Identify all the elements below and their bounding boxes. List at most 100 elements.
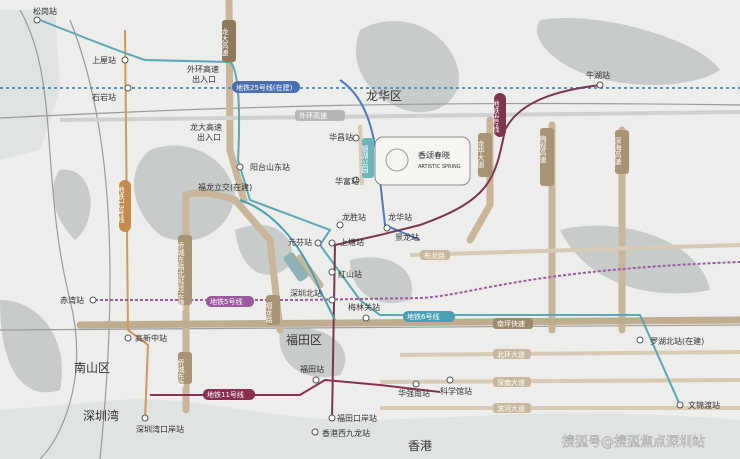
highway-line [0, 324, 740, 331]
tag-text: 深海高速 [614, 136, 622, 166]
line4-badge [494, 93, 506, 137]
station-dot [412, 380, 420, 388]
tag-text: 龙大高速 [221, 27, 229, 57]
station-label: 华富站 [335, 176, 359, 186]
water [0, 399, 740, 459]
road-exit-label: 外环高速出入口 [187, 64, 219, 84]
tag-text: 侨城东路北延段(在建) [177, 241, 185, 311]
tag [362, 138, 374, 178]
station-label: 华昌站 [329, 132, 353, 142]
station-dot [596, 81, 604, 89]
tag-text: 银湖公园 [361, 144, 369, 174]
station-dot [121, 56, 129, 64]
line-13 [124, 29, 150, 421]
line6-badge [403, 311, 455, 322]
district-labels: 龙华区 福田区 南山区 深圳湾 香港 [74, 89, 432, 453]
project-box [374, 136, 471, 186]
tag [493, 377, 531, 387]
station-label: 阳台山东站 [250, 162, 290, 172]
station-label: 科学馆站 [440, 386, 472, 396]
project-name: 香颂春晓 [418, 150, 450, 160]
tag [540, 128, 554, 186]
tag [420, 250, 450, 260]
station-dot [328, 239, 336, 247]
line-6b [239, 199, 336, 321]
district-label: 福田区 [286, 332, 322, 347]
hill-shape [235, 224, 292, 275]
tag-text: 龙华大道 [477, 139, 485, 169]
highway-line [0, 102, 740, 119]
tag-text: 滨河大道 [497, 404, 525, 413]
line-labels: 地铁25号线(在建) 地铁4号线 地铁13号线 地铁5号线 地铁6号线 地铁11… [117, 81, 506, 400]
project-sub: ARTISTIC SPRING [418, 164, 461, 170]
tag-text: 布龙路 [424, 251, 445, 260]
tag [178, 235, 192, 305]
station-dot [312, 376, 320, 384]
road-shennan [379, 378, 740, 384]
station-dot [352, 176, 360, 184]
tag-text: 南坪快速 [497, 319, 525, 328]
line-5 [90, 261, 740, 301]
station-dot [236, 163, 244, 171]
tag-text: 梅观高速 [539, 134, 547, 164]
road-meihua [358, 124, 364, 186]
station-dot [314, 239, 322, 247]
line4-label: 地铁4号线 [492, 99, 500, 132]
tag [178, 352, 192, 384]
station-label: 高新中站 [135, 333, 167, 343]
station-label: 松岗站 [33, 6, 57, 16]
station-label: 福田口岸站 [337, 413, 377, 423]
station-dot [328, 414, 336, 422]
line-6 [39, 19, 681, 406]
district-label: 香港 [408, 439, 432, 453]
station-label: 龙华站 [388, 212, 412, 222]
line11-badge [203, 389, 255, 400]
project-logo [385, 148, 409, 172]
station-label: 深圳北站 [290, 288, 322, 298]
station-dot [383, 224, 391, 232]
road-jihe [59, 110, 740, 122]
line-4 [331, 84, 601, 421]
project-marker: 香颂春晓 ARTISTIC SPRING [374, 136, 471, 186]
hill-shape [52, 169, 91, 240]
station-label: 牛湖站 [586, 70, 610, 80]
station-label: 福田站 [300, 364, 324, 374]
road-qiaocheng [182, 189, 284, 334]
tag-text: 福龙路 [265, 301, 273, 324]
tag [615, 130, 629, 174]
highway-line [69, 19, 111, 459]
station-dot [124, 334, 132, 342]
station-label: 深圳湾口岸站 [136, 424, 184, 434]
district-label: 南山区 [74, 360, 110, 375]
hill-shape [560, 225, 710, 294]
highway-line [19, 9, 78, 459]
station-dot [336, 221, 344, 229]
station-dot [636, 336, 644, 344]
line25-badge [232, 81, 300, 93]
station-label: 红山站 [338, 269, 362, 279]
line13-badge [119, 180, 131, 232]
station-dot [89, 296, 97, 304]
hill-shape [279, 327, 346, 378]
station-dot [124, 84, 132, 92]
tag-text: 北环大道 [497, 350, 525, 359]
water [0, 10, 60, 160]
station-dot [676, 401, 684, 409]
station-label: 香港西九龙站 [322, 428, 370, 438]
line6-label: 地铁6号线 [407, 312, 439, 321]
line5-label: 地铁5号线 [210, 297, 242, 306]
hill-shape [0, 300, 62, 393]
station-label: 梅林关站 [348, 302, 380, 312]
station-labels: 松岗站 上屋站 石岩站 高新中站 深圳湾口岸站 阳台山东站 福龙立交(在建) 华… [33, 6, 720, 438]
road-beihuan [399, 350, 740, 357]
tag [295, 110, 345, 121]
tag [493, 403, 531, 413]
road-bulong [409, 243, 740, 257]
tag-text: 外环高速 [299, 111, 327, 120]
watermark: 搜狐号@搜狐焦点深圳站 [562, 435, 705, 450]
lake-shape [356, 21, 459, 113]
stations [33, 16, 684, 436]
hill-shape [350, 257, 412, 304]
